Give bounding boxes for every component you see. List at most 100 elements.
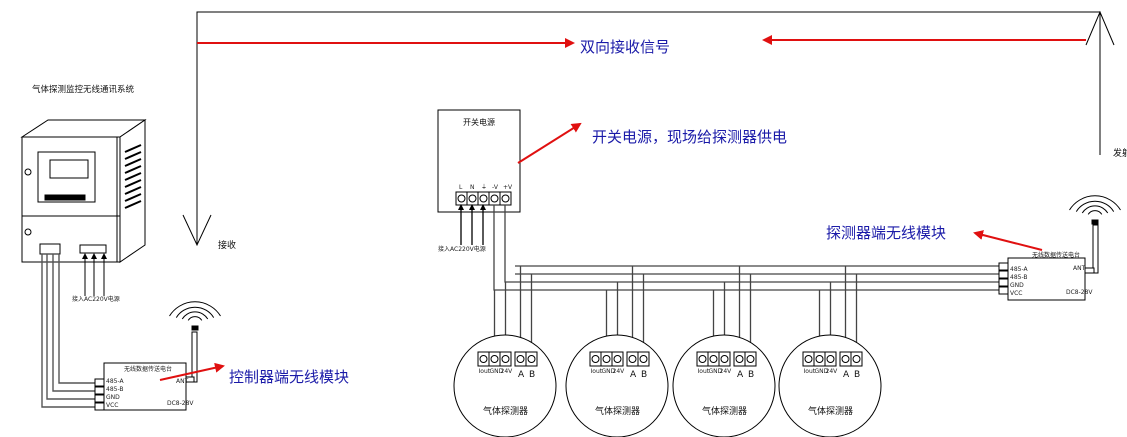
terminal-label: 24V bbox=[826, 368, 839, 375]
red-arrow-power bbox=[517, 122, 582, 164]
antenna-tip bbox=[1091, 219, 1099, 225]
controller-port-1: 485-A bbox=[106, 378, 124, 385]
wireless-signal-icon bbox=[1069, 195, 1121, 225]
controller-port-2: 485-B bbox=[106, 386, 124, 393]
signal-arc bbox=[1075, 200, 1115, 212]
terminal-label: B bbox=[641, 370, 647, 380]
detector-power-label: DC8-28V bbox=[1066, 289, 1093, 296]
detector-ant-label: ANT bbox=[1073, 265, 1086, 272]
screw-icon bbox=[698, 355, 707, 363]
screw-terminal bbox=[718, 351, 731, 367]
screw-icon bbox=[468, 194, 477, 203]
switch-power-input-label: 接入AC220V电源 bbox=[438, 245, 486, 253]
screw-terminal bbox=[611, 351, 624, 367]
terminal-label: Iout bbox=[804, 368, 816, 375]
vent-slot bbox=[124, 165, 142, 174]
screw-icon bbox=[852, 355, 861, 363]
detector-housing bbox=[453, 334, 557, 437]
signal-arc bbox=[175, 306, 215, 318]
port-terminal bbox=[94, 386, 105, 395]
terminal-label: A bbox=[843, 370, 850, 380]
vent-slot bbox=[124, 158, 142, 167]
screw-icon bbox=[479, 194, 488, 203]
detector-wireless-module bbox=[998, 224, 1099, 301]
detector-label: 气体探测器 bbox=[595, 405, 640, 417]
vent-slot bbox=[124, 172, 142, 181]
screw-icon bbox=[527, 355, 536, 363]
screw-icon bbox=[591, 355, 600, 363]
port-terminal bbox=[94, 378, 105, 387]
detector-label: 气体探测器 bbox=[702, 405, 747, 417]
terminal-label: B bbox=[529, 370, 535, 380]
terminal-label: -V bbox=[492, 184, 499, 191]
terminal-label: GND bbox=[490, 368, 504, 375]
transmit-arrowhead bbox=[1085, 10, 1115, 46]
detector-port-2: 485-B bbox=[1010, 274, 1028, 281]
receive-label: 接收 bbox=[218, 239, 236, 251]
system-title: 气体探测监控无线通讯系统 bbox=[32, 84, 135, 95]
detector-port-1: 485-A bbox=[1010, 266, 1028, 273]
controller-module-note: 控制器端无线模块 bbox=[229, 368, 349, 386]
vent-slot bbox=[124, 186, 142, 195]
signal-arc bbox=[169, 301, 221, 317]
signal-arc bbox=[187, 316, 203, 321]
terminal-label: A bbox=[518, 370, 525, 380]
wireless-signal-icon bbox=[169, 301, 221, 331]
signal-loop bbox=[182, 10, 1115, 247]
vent-slot bbox=[124, 144, 142, 153]
cabinet-vents bbox=[124, 144, 142, 209]
vent-slot bbox=[124, 200, 142, 209]
port-terminal bbox=[94, 402, 105, 411]
terminal-label: B bbox=[748, 370, 754, 380]
terminal-label: GND bbox=[815, 368, 829, 375]
screw-icon bbox=[628, 355, 637, 363]
cabinet-power-input-label: 接入AC220V电源 bbox=[72, 295, 120, 303]
screw-terminal bbox=[824, 351, 837, 367]
receive-arrowhead bbox=[182, 214, 212, 247]
screw-icon bbox=[826, 355, 835, 363]
screw-icon bbox=[841, 355, 850, 363]
screw-icon bbox=[479, 355, 488, 363]
terminal-label: A bbox=[737, 370, 744, 380]
detector-label: 气体探测器 bbox=[808, 405, 853, 417]
terminal-label: ⏚ bbox=[481, 184, 487, 191]
terminal-label: Iout bbox=[591, 368, 603, 375]
terminal-label: GND bbox=[602, 368, 616, 375]
controller-port-3: GND bbox=[106, 394, 120, 401]
port-terminal bbox=[998, 270, 1009, 279]
detector-port-3: GND bbox=[1010, 282, 1024, 289]
detector-module-title: 无线数据传送电台 bbox=[1032, 251, 1080, 259]
terminal-label: A bbox=[630, 370, 637, 380]
switch-power-title: 开关电源 bbox=[463, 117, 495, 127]
vent-slot bbox=[124, 151, 142, 160]
controller-ant-label: ANT bbox=[176, 378, 189, 385]
terminal-label: 24V bbox=[613, 368, 626, 375]
screw-icon bbox=[746, 355, 755, 363]
vent-slot bbox=[124, 179, 142, 188]
signal-arc bbox=[1081, 205, 1109, 214]
terminal-label: 24V bbox=[501, 368, 514, 375]
port-terminal bbox=[998, 278, 1009, 287]
screw-terminal bbox=[637, 351, 650, 367]
antenna-tip bbox=[191, 325, 199, 331]
vent-slot bbox=[124, 193, 142, 202]
signal-arc bbox=[1087, 210, 1103, 215]
screw-icon bbox=[735, 355, 744, 363]
bus-vcc bbox=[493, 205, 1000, 291]
power-note: 开关电源，现场给探测器供电 bbox=[592, 128, 787, 146]
screw-icon bbox=[613, 355, 622, 363]
port-terminal bbox=[998, 286, 1009, 295]
port-terminal bbox=[998, 262, 1009, 271]
terminal-label: 24V bbox=[720, 368, 733, 375]
terminal-label: +V bbox=[503, 184, 513, 191]
screw-icon bbox=[639, 355, 648, 363]
bus-gnd bbox=[504, 205, 1000, 283]
screw-icon bbox=[457, 194, 466, 203]
controller-module-title: 无线数据传送电台 bbox=[124, 365, 172, 373]
